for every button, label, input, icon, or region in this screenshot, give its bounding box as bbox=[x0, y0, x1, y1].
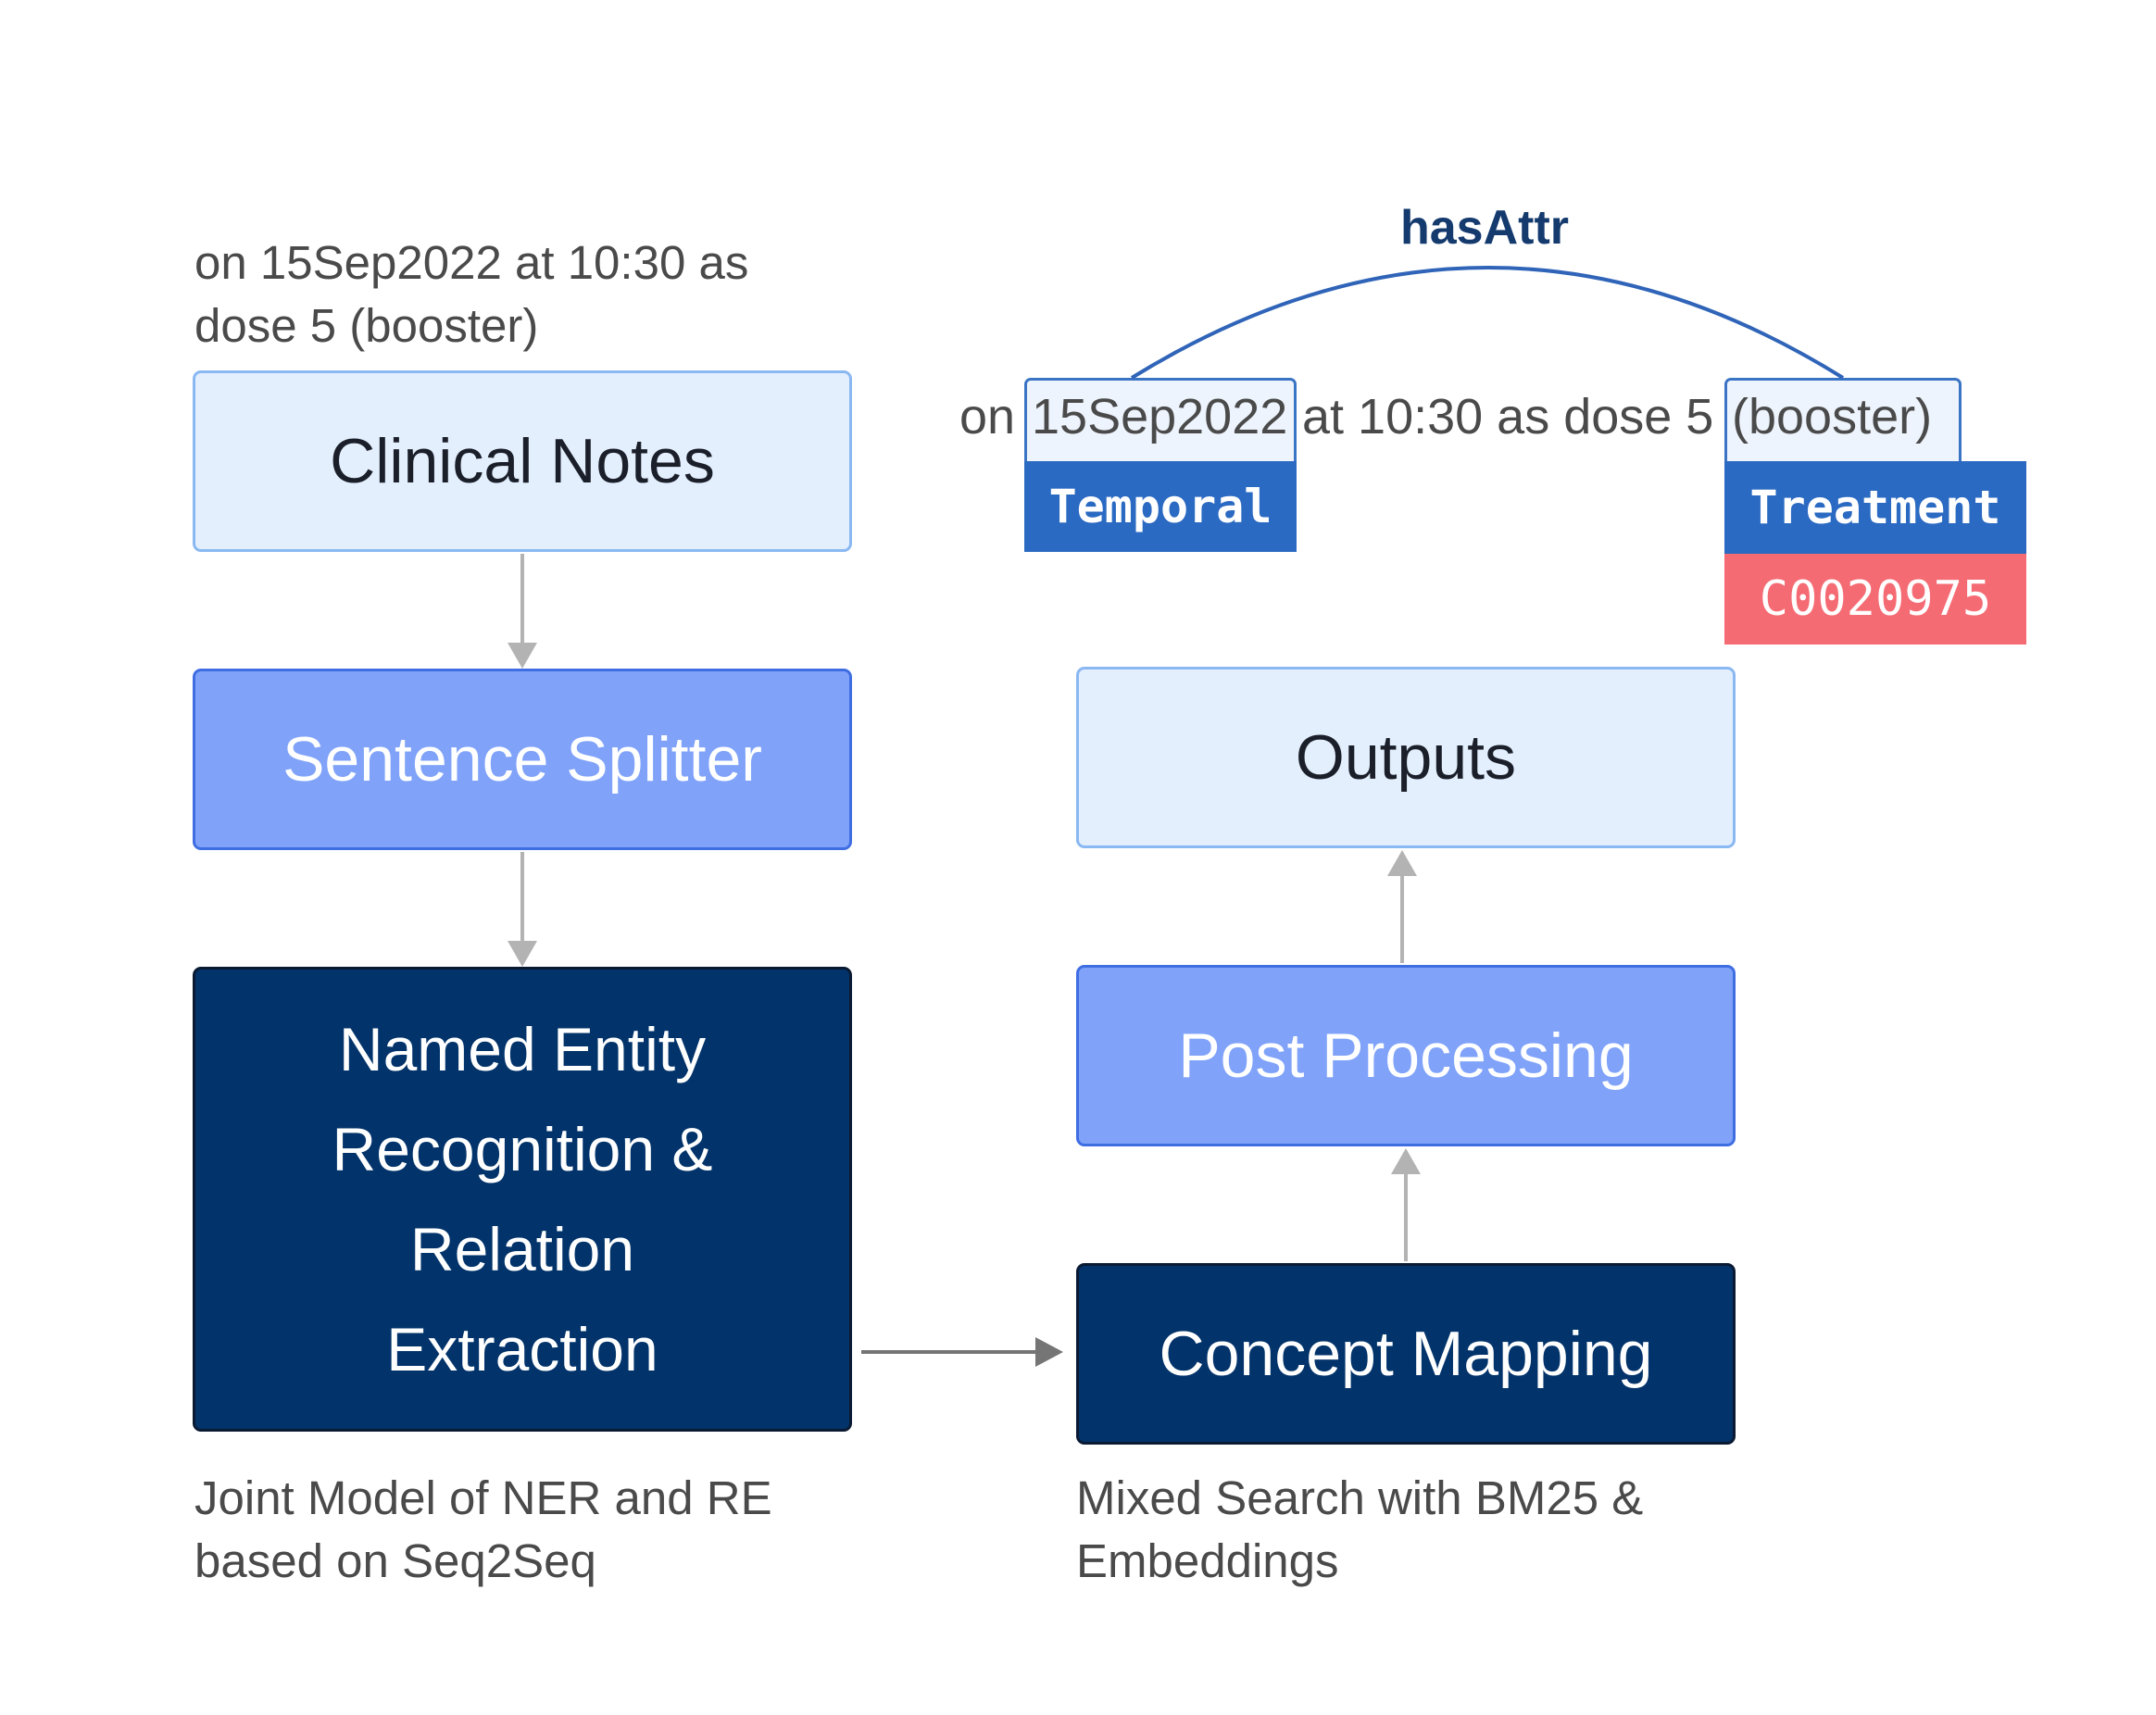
arrow-post-processing-to-outputs bbox=[1387, 850, 1417, 963]
concept-mapping-caption-line-2: Embeddings bbox=[1076, 1534, 1339, 1587]
ner-re-label: Named Entity Recognition & Relation Extr… bbox=[332, 999, 713, 1399]
input-example-line-1: on 15Sep2022 at 10:30 as bbox=[194, 236, 749, 289]
clinical-notes-box: Clinical Notes bbox=[193, 370, 852, 552]
post-processing-label: Post Processing bbox=[1178, 1020, 1634, 1091]
arrow-notes-to-splitter bbox=[508, 554, 537, 669]
ner-re-caption: Joint Model of NER and RE based on Seq2S… bbox=[194, 1467, 772, 1593]
input-example-caption: on 15Sep2022 at 10:30 as dose 5 (booster… bbox=[194, 232, 748, 357]
ner-re-label-line-4: Extraction bbox=[386, 1315, 658, 1383]
sentence-prefix: on bbox=[959, 389, 1016, 444]
arrow-ner-to-concept-mapping bbox=[861, 1337, 1063, 1367]
treatment-tag: Treatment bbox=[1724, 461, 2026, 554]
entity-2-highlight bbox=[1724, 378, 1962, 461]
relation-arc bbox=[1130, 266, 1845, 380]
sentence-entity-1: 15Sep2022 bbox=[1032, 389, 1288, 444]
entity-1-highlight bbox=[1024, 378, 1297, 461]
arrow-splitter-to-ner bbox=[508, 852, 537, 967]
sentence-splitter-label: Sentence Splitter bbox=[282, 724, 762, 795]
relation-label: hasAttr bbox=[1400, 201, 1570, 255]
ner-re-label-line-2: Recognition & bbox=[332, 1115, 713, 1183]
concept-mapping-caption-line-1: Mixed Search with BM25 & bbox=[1076, 1471, 1644, 1524]
input-example-line-2: dose 5 (booster) bbox=[194, 299, 539, 352]
clinical-notes-label: Clinical Notes bbox=[330, 426, 715, 496]
outputs-box: Outputs bbox=[1076, 667, 1736, 848]
concept-mapping-label: Concept Mapping bbox=[1159, 1319, 1653, 1389]
concept-mapping-box: Concept Mapping bbox=[1076, 1263, 1736, 1445]
sentence-splitter-box: Sentence Splitter bbox=[193, 669, 852, 850]
sentence-entity-2: (booster) bbox=[1732, 389, 1933, 444]
arrow-concept-mapping-to-post-processing bbox=[1391, 1148, 1421, 1261]
ner-re-caption-line-2: based on Seq2Seq bbox=[194, 1534, 596, 1587]
temporal-tag: Temporal bbox=[1024, 461, 1297, 552]
sentence-middle: at 10:30 as dose 5 bbox=[1302, 389, 1714, 444]
ner-re-box: Named Entity Recognition & Relation Extr… bbox=[193, 967, 852, 1432]
post-processing-box: Post Processing bbox=[1076, 965, 1736, 1146]
ner-re-label-line-1: Named Entity bbox=[338, 1015, 707, 1083]
concept-mapping-caption: Mixed Search with BM25 & Embeddings bbox=[1076, 1467, 1643, 1593]
ner-re-caption-line-1: Joint Model of NER and RE bbox=[194, 1471, 772, 1524]
ner-re-label-line-3: Relation bbox=[409, 1215, 635, 1283]
concept-code-badge: C0020975 bbox=[1724, 554, 2026, 645]
outputs-label: Outputs bbox=[1295, 722, 1517, 793]
